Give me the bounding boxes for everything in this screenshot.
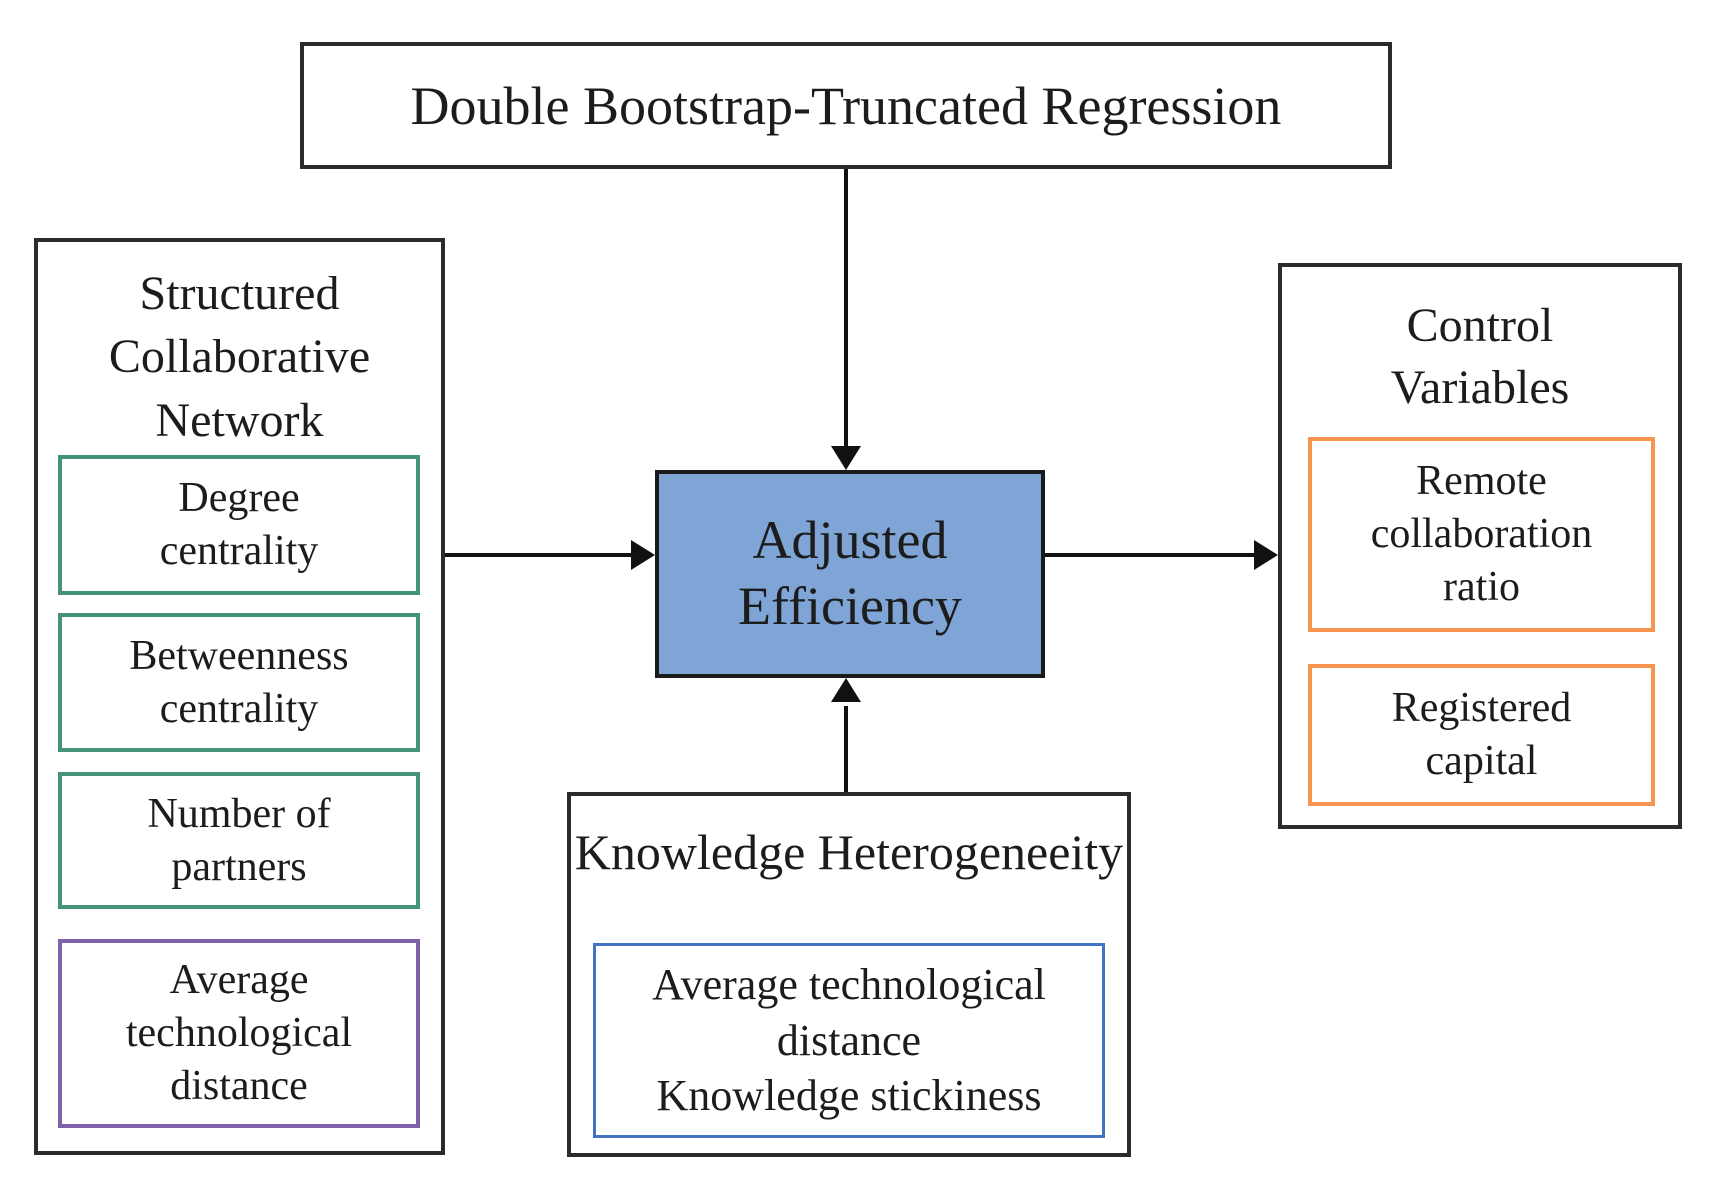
- control-variables-title: Control Variables: [1390, 299, 1570, 415]
- arrowhead-down-icon: [831, 446, 861, 470]
- number-of-partners-box: Number of partners: [58, 772, 420, 909]
- arrowhead-right-icon: [631, 540, 655, 570]
- adjusted-efficiency-label: Adjusted Efficiency: [738, 510, 962, 636]
- remote-collaboration-ratio-label: Remote collaboration ratio: [1370, 458, 1593, 610]
- adjusted-efficiency-box: Adjusted Efficiency: [655, 470, 1045, 678]
- registered-capital-label: Registered capital: [1391, 685, 1572, 784]
- registered-capital-box: Registered capital: [1308, 664, 1655, 806]
- arrowhead-up-icon: [831, 678, 861, 702]
- arrow-line: [1045, 553, 1254, 557]
- knowledge-heterogeneity-title: Knowledge Heterogeneeity: [574, 824, 1124, 880]
- knowledge-stickiness-label: Knowledge stickiness: [656, 1071, 1042, 1121]
- method-box-label: Double Bootstrap-Truncated Regression: [410, 75, 1282, 136]
- average-technological-distance-box: Average technological distance: [58, 939, 420, 1128]
- number-of-partners-label: Number of partners: [147, 790, 331, 890]
- avg-tech-distance-2-label: Average technological distance: [652, 959, 1046, 1065]
- betweenness-centrality-box: Betweenness centrality: [58, 613, 420, 752]
- arrow-line: [844, 169, 848, 448]
- degree-centrality-box: Degree centrality: [58, 455, 420, 595]
- remote-collaboration-ratio-box: Remote collaboration ratio: [1308, 437, 1655, 632]
- arrow-line: [844, 706, 848, 792]
- arrowhead-right-icon: [1254, 540, 1278, 570]
- degree-centrality-label: Degree centrality: [159, 475, 319, 574]
- method-box: Double Bootstrap-Truncated Regression: [300, 42, 1392, 169]
- structured-collaborative-network-title: Structured Collaborative Network: [108, 267, 371, 447]
- average-technological-distance-label: Average technological distance: [125, 957, 353, 1109]
- arrow-line: [445, 553, 631, 557]
- knowledge-heterogeneity-inner-box: Average technological distance Knowledge…: [593, 943, 1105, 1138]
- betweenness-centrality-label: Betweenness centrality: [129, 632, 349, 732]
